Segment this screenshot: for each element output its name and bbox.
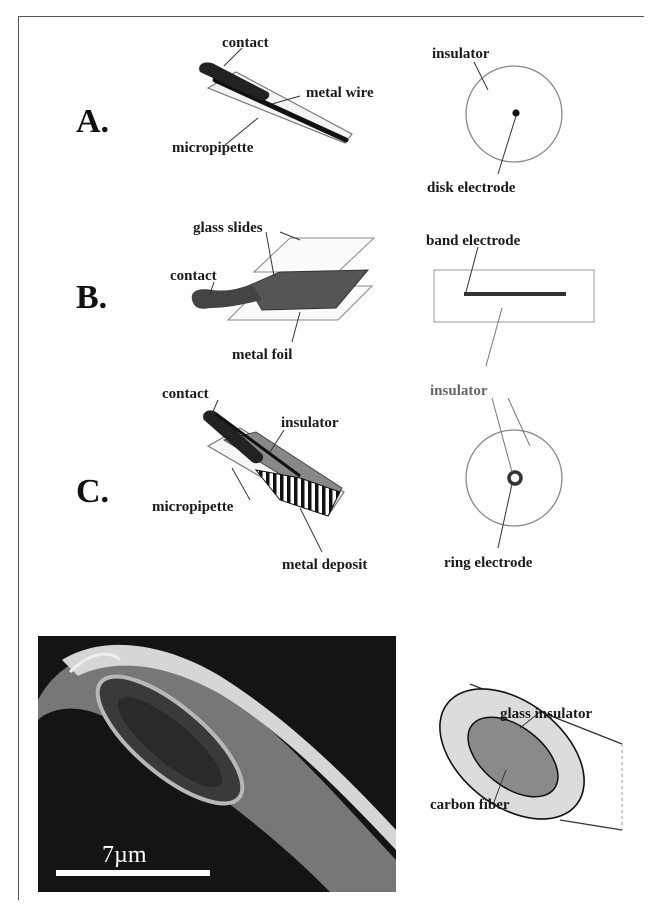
label-c-ring-electrode: ring electrode	[444, 555, 533, 571]
leader-c-ring	[498, 484, 512, 548]
label-bc-insulator: insulator	[430, 383, 488, 399]
label-a-insulator: insulator	[432, 46, 490, 62]
band-electrode-icon	[434, 270, 594, 322]
label-glass-insulator: glass insulator	[500, 706, 592, 722]
label-c-contact: contact	[162, 386, 209, 402]
leader-c-insulator-3	[508, 398, 530, 446]
panel-b-letter: B.	[76, 279, 107, 316]
leader-a-insulator	[474, 62, 488, 90]
label-b-contact: contact	[170, 268, 217, 284]
label-c-micropipette: micropipette	[152, 499, 234, 515]
ring-electrode-icon	[466, 430, 562, 526]
scale-bar	[56, 870, 210, 876]
label-c-metal-deposit: metal deposit	[282, 557, 367, 573]
label-b-glass-slides: glass slides	[193, 220, 263, 236]
carbon-fiber-electrode-icon	[415, 663, 622, 846]
panel-a-letter: A.	[76, 103, 109, 140]
label-a-metal-wire: metal wire	[306, 85, 374, 101]
band-foil-electrode-icon	[192, 238, 374, 320]
label-b-metal-foil: metal foil	[232, 347, 292, 363]
label-a-contact: contact	[222, 35, 269, 51]
label-c-insulator: insulator	[281, 415, 339, 431]
scale-bar-label: 7µm	[102, 842, 147, 868]
leader-c-deposit	[300, 508, 322, 552]
leader-a-disk	[498, 116, 516, 174]
disk-electrode-icon	[466, 66, 562, 162]
sem-micrograph: 7µm	[38, 636, 396, 892]
label-b-band-electrode: band electrode	[426, 233, 521, 249]
label-carbon-fiber: carbon fiber	[430, 797, 510, 813]
label-a-disk-electrode: disk electrode	[427, 180, 516, 196]
leader-c-insulator-2	[492, 398, 512, 472]
label-a-micropipette: micropipette	[172, 140, 254, 156]
leader-b-insulator	[486, 308, 502, 366]
leader-c-pipette	[232, 468, 250, 500]
panel-c-letter: C.	[76, 473, 109, 510]
